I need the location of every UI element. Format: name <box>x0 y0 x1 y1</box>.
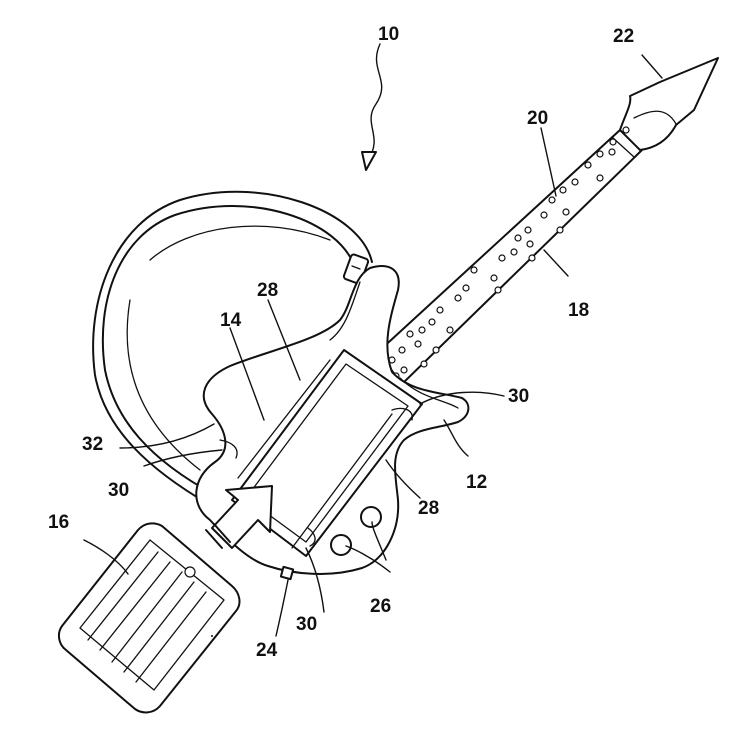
ref-neck: 18 <box>568 300 589 321</box>
fret-button[interactable] <box>526 240 534 248</box>
fret-button[interactable] <box>470 266 478 274</box>
ref-rail-upper: 28 <box>257 280 278 301</box>
fret-button[interactable] <box>596 174 604 182</box>
fret-button[interactable] <box>524 226 532 234</box>
fret-button[interactable] <box>584 161 592 169</box>
fret-button[interactable] <box>562 208 570 216</box>
insertion-arrow <box>211 485 273 549</box>
ref-port: 24 <box>256 640 278 661</box>
knob-lower[interactable] <box>330 534 352 556</box>
tablet <box>57 522 241 714</box>
fret-button[interactable] <box>609 138 617 146</box>
side-clips <box>205 407 413 549</box>
fret-button[interactable] <box>571 178 579 186</box>
fret-button[interactable] <box>432 346 440 354</box>
ref-clip-left: 30 <box>108 480 129 501</box>
fret-button[interactable] <box>490 274 498 282</box>
fret-button[interactable] <box>420 360 428 368</box>
ref-body: 12 <box>466 472 487 493</box>
tablet-camera <box>184 566 196 578</box>
fret-button[interactable] <box>398 346 406 354</box>
stray-mark <box>211 635 213 637</box>
fret-button[interactable] <box>414 340 422 348</box>
ref-fret-buttons: 20 <box>527 108 548 129</box>
ref-touchscreen: 14 <box>220 310 242 331</box>
fret-button[interactable] <box>498 254 506 262</box>
control-knobs <box>330 506 382 556</box>
ref-device: 10 <box>378 24 399 45</box>
fret-button[interactable] <box>528 254 536 262</box>
leader-lines <box>83 43 663 637</box>
fret-button[interactable] <box>400 366 408 374</box>
fret-button[interactable] <box>548 196 556 204</box>
fret-button[interactable] <box>510 248 518 256</box>
fret-button[interactable] <box>608 148 616 156</box>
fret-button[interactable] <box>596 150 604 158</box>
touchscreen-frame <box>231 349 423 557</box>
ref-headstock: 22 <box>613 26 634 47</box>
fret-button[interactable] <box>559 186 567 194</box>
fret-button[interactable] <box>436 306 444 314</box>
fret-button[interactable] <box>622 126 630 134</box>
fret-button[interactable] <box>406 330 414 338</box>
ref-rail-lower: 28 <box>418 498 439 519</box>
fret-buttons <box>388 126 630 380</box>
ref-clip-right: 30 <box>508 386 529 407</box>
ref-strap: 32 <box>82 434 103 455</box>
ref-knobs: 26 <box>370 596 391 617</box>
fret-button[interactable] <box>418 326 426 334</box>
fret-button[interactable] <box>540 211 548 219</box>
fret-button[interactable] <box>454 294 462 302</box>
fret-button[interactable] <box>514 234 522 242</box>
fret-button[interactable] <box>462 284 470 292</box>
fret-button[interactable] <box>446 326 454 334</box>
port <box>279 565 295 581</box>
knob-upper[interactable] <box>360 506 382 528</box>
fret-button[interactable] <box>494 286 502 294</box>
fret-button[interactable] <box>556 226 564 234</box>
ref-clip-bottom: 30 <box>296 614 317 635</box>
fret-button[interactable] <box>428 318 436 326</box>
headstock <box>619 57 719 151</box>
ref-tablet: 16 <box>48 512 69 533</box>
reference-numerals: 10 22 20 18 28 14 30 32 12 30 28 16 26 3… <box>48 24 634 661</box>
